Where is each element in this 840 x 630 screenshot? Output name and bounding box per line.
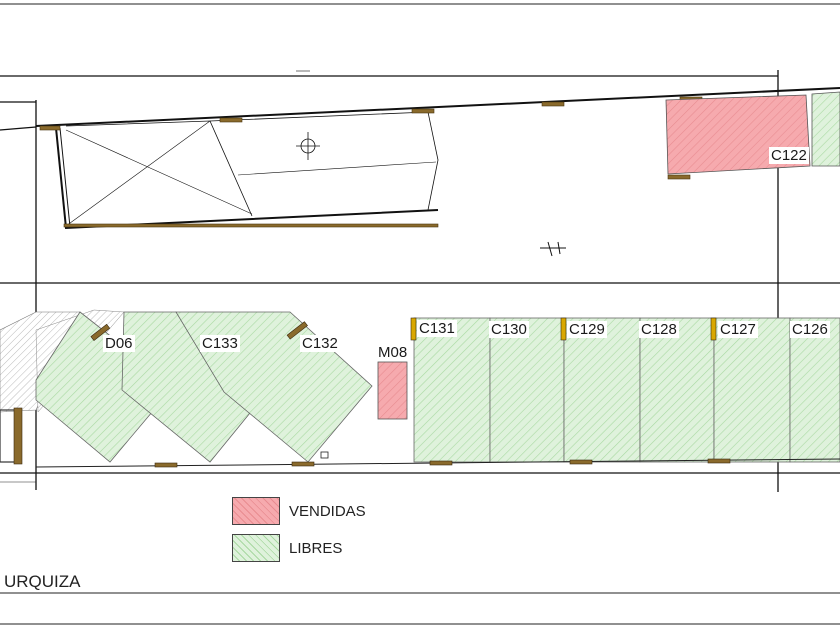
lot-c127[interactable] bbox=[713, 317, 791, 463]
block-outline bbox=[0, 70, 840, 492]
lot-label-c126: C126 bbox=[790, 321, 830, 338]
diagonal-lots bbox=[35, 311, 373, 463]
upper-markers bbox=[39, 96, 703, 228]
lot-label-c132: C132 bbox=[300, 335, 340, 352]
lot-label-c130: C130 bbox=[489, 321, 529, 338]
lot-label-c128: C128 bbox=[639, 321, 679, 338]
lot-c126[interactable] bbox=[789, 317, 840, 463]
lot-label-d06: D06 bbox=[103, 335, 135, 352]
lot-label-c133: C133 bbox=[200, 335, 240, 352]
lot-c129[interactable] bbox=[563, 317, 641, 463]
lot-label-c127: C127 bbox=[718, 321, 758, 338]
rect-lots bbox=[413, 317, 840, 463]
lot-c133[interactable] bbox=[121, 311, 273, 463]
lot-c131[interactable] bbox=[413, 317, 491, 463]
lot-c130[interactable] bbox=[489, 317, 565, 463]
lot-label-m08: M08 bbox=[378, 344, 408, 361]
lot-label-c129: C129 bbox=[567, 321, 607, 338]
legend-swatch-vendidas bbox=[232, 497, 280, 525]
lot-adjacent-right[interactable] bbox=[811, 91, 840, 167]
upper-parcel bbox=[35, 70, 840, 257]
lot-m08[interactable] bbox=[377, 361, 408, 420]
drawing-frame bbox=[0, 3, 840, 625]
street-name: URQUIZA bbox=[4, 572, 81, 591]
lot-label-c122: C122 bbox=[769, 147, 809, 164]
lot-c128[interactable] bbox=[639, 317, 715, 463]
legend-label-libres: LIBRES bbox=[289, 540, 343, 557]
lot-label-c131: C131 bbox=[417, 320, 457, 337]
lower-markers bbox=[90, 317, 731, 468]
legend-label-vendidas: VENDIDAS bbox=[289, 503, 366, 520]
legend-swatch-libres bbox=[232, 534, 280, 562]
